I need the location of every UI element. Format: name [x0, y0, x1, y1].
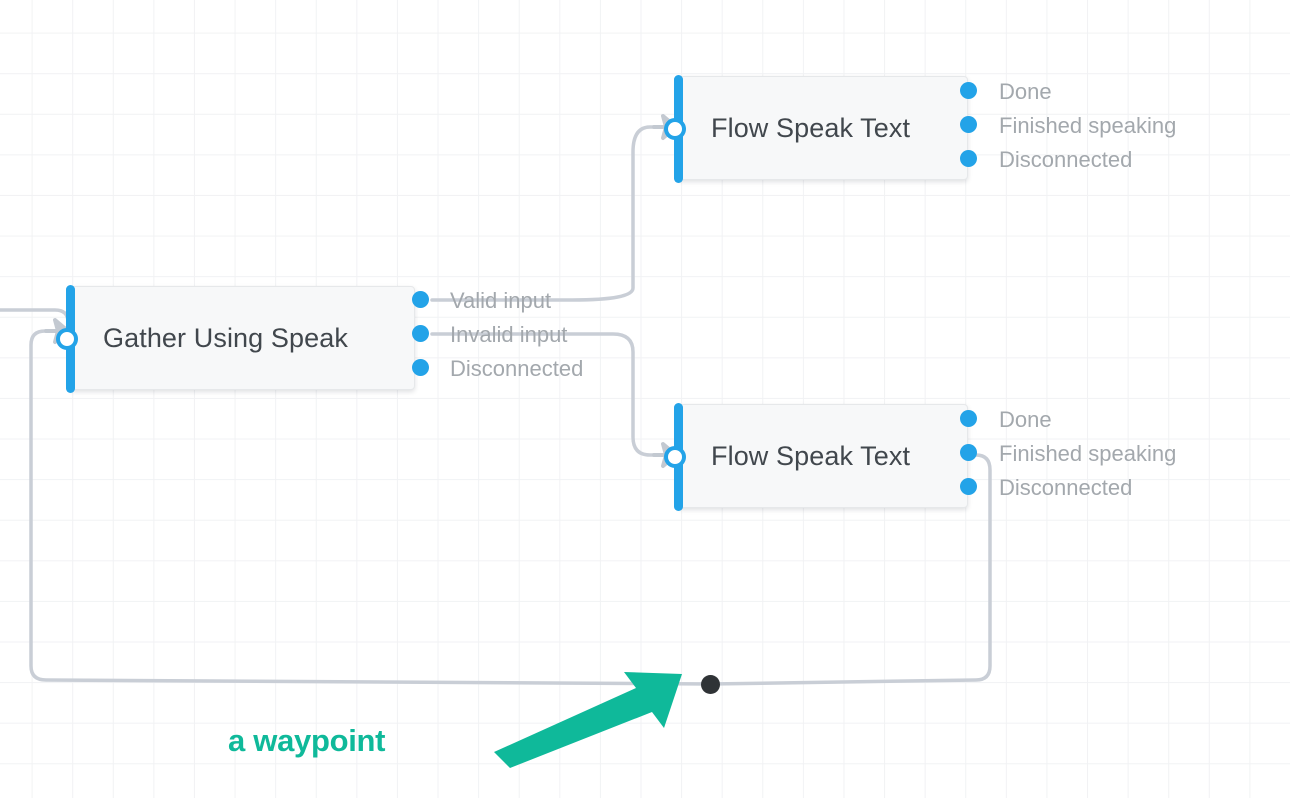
annotation-arrow-icon — [494, 672, 682, 768]
port-out-top-done[interactable] — [960, 82, 977, 99]
node-flow-speak-text-top[interactable]: Flow Speak Text — [664, 75, 968, 183]
node-title: Flow Speak Text — [711, 112, 911, 143]
port-label-bottom-disconnected: Disconnected — [999, 475, 1133, 500]
port-label-top-disconnected: Disconnected — [999, 147, 1133, 172]
port-out-bottom-finished-speaking[interactable] — [960, 444, 977, 461]
node-title: Flow Speak Text — [711, 440, 911, 471]
port-out-valid-input[interactable] — [412, 291, 429, 308]
port-out-gather-disconnected[interactable] — [412, 359, 429, 376]
port-label-invalid-input: Invalid input — [450, 322, 568, 347]
port-label-gather-disconnected: Disconnected — [450, 356, 584, 381]
port-out-bottom-disconnected[interactable] — [960, 478, 977, 495]
port-out-invalid-input[interactable] — [412, 325, 429, 342]
port-label-top-done: Done — [999, 79, 1052, 104]
waypoint-marker[interactable] — [701, 675, 720, 694]
port-out-top-finished-speaking[interactable] — [960, 116, 977, 133]
port-label-top-finished-speaking: Finished speaking — [999, 113, 1177, 138]
port-label-valid-input: Valid input — [450, 288, 552, 313]
annotation-label: a waypoint — [228, 723, 386, 758]
port-in-gather-using-speak[interactable] — [56, 328, 78, 350]
node-flow-speak-text-bottom[interactable]: Flow Speak Text — [664, 403, 968, 511]
port-label-bottom-finished-speaking: Finished speaking — [999, 441, 1177, 466]
edge-valid-input-to-top-speak — [430, 125, 659, 302]
port-label-bottom-done: Done — [999, 407, 1052, 432]
node-gather-using-speak[interactable]: Gather Using Speak — [56, 285, 415, 393]
port-in-flow-speak-text-bottom[interactable] — [664, 446, 686, 468]
edge-offscreen-to-gather — [0, 308, 70, 333]
edge-invalid-input-to-bottom-speak — [430, 332, 659, 457]
port-in-flow-speak-text-top[interactable] — [664, 118, 686, 140]
port-out-bottom-done[interactable] — [960, 410, 977, 427]
node-title: Gather Using Speak — [103, 322, 348, 353]
port-out-top-disconnected[interactable] — [960, 150, 977, 167]
